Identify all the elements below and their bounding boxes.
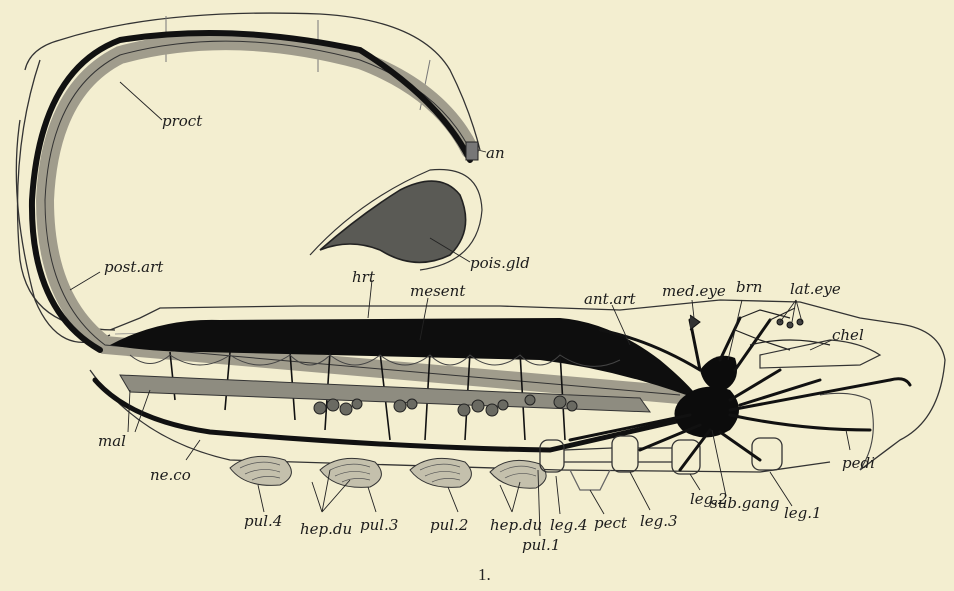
label-mal: mal bbox=[98, 432, 126, 450]
brain bbox=[700, 356, 737, 390]
label-sub-gang: sub.gang bbox=[710, 494, 780, 512]
book-lungs bbox=[230, 456, 546, 488]
label-chel: chel bbox=[832, 326, 864, 344]
label-mesent: mesent bbox=[410, 282, 466, 300]
label-proct: proct bbox=[162, 112, 203, 130]
median-eye bbox=[690, 315, 700, 330]
label-pedi: pedi bbox=[842, 454, 875, 472]
anus-terminus bbox=[466, 142, 478, 160]
label-ant-art: ant.art bbox=[584, 290, 637, 308]
label-leg-4: leg.4 bbox=[550, 516, 588, 534]
label-ne-co: ne.co bbox=[150, 466, 191, 484]
label-leg-1: leg.1 bbox=[784, 504, 822, 522]
label-pul-1: pul.1 bbox=[522, 536, 560, 554]
label-pul-3: pul.3 bbox=[360, 516, 398, 534]
label-post-art: post.art bbox=[104, 258, 164, 276]
chelicera bbox=[760, 340, 880, 368]
label-hep-du-2: hep.du bbox=[490, 516, 542, 534]
label-pect: pect bbox=[594, 514, 628, 532]
poison-gland bbox=[320, 181, 466, 262]
label-hep-du-1: hep.du bbox=[300, 520, 352, 538]
label-brn: brn bbox=[736, 278, 762, 296]
label-pul-4: pul.4 bbox=[244, 512, 282, 530]
label-hrt: hrt bbox=[352, 268, 376, 286]
label-med-eye: med.eye bbox=[662, 282, 726, 300]
label-an: an bbox=[486, 144, 505, 162]
label-pul-2: pul.2 bbox=[430, 516, 468, 534]
label-leg-3: leg.3 bbox=[640, 512, 678, 530]
label-lat-eye: lat.eye bbox=[790, 280, 841, 298]
figure-number: 1. bbox=[478, 565, 491, 584]
fine-nerves bbox=[735, 308, 830, 350]
label-pois-gld: pois.gld bbox=[470, 254, 530, 272]
